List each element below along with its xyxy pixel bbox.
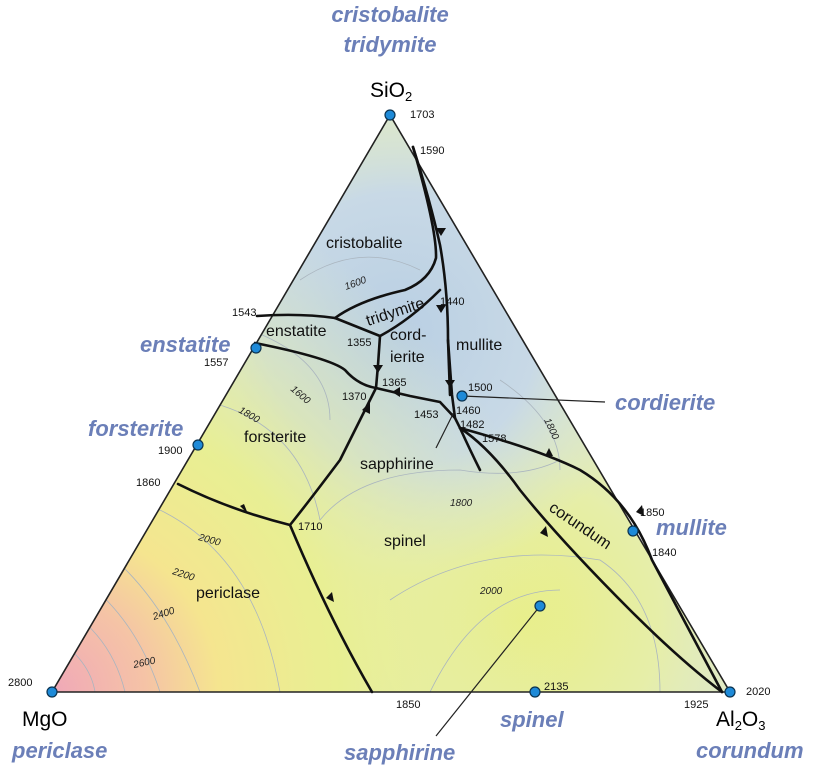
temp-1590: 1590 (420, 145, 444, 157)
field-sapphirine: sapphirine (360, 456, 434, 473)
field-spinel: spinel (384, 533, 426, 550)
boundary-arrows (240, 228, 644, 602)
mineral-cristobalite-top: cristobalite (331, 2, 448, 27)
boundary-spinel-corundum (458, 426, 482, 472)
mineral-tridymite-top: tridymite (344, 32, 437, 57)
point-al2o3 (724, 686, 736, 698)
mineral-cordierite: cordierite (615, 390, 715, 415)
temp-1710: 1710 (298, 521, 322, 533)
mineral-sapphirine: sapphirine (344, 740, 455, 765)
mineral-forsterite: forsterite (88, 416, 183, 441)
point-enstatite (250, 342, 262, 354)
point-cordierite (456, 390, 468, 402)
point-mgo (46, 686, 58, 698)
isotherm-label-2600: 2600 (131, 655, 156, 671)
temp-1703: 1703 (410, 109, 434, 121)
point-sapphirine (534, 600, 546, 612)
triangle-outline (50, 113, 732, 693)
point-sio2 (384, 109, 396, 121)
temp-1453: 1453 (414, 409, 438, 421)
boundary-mullite-corundum (458, 426, 724, 694)
boundary-spinel-forsterite (288, 523, 374, 694)
leader-sapphirine-field (435, 411, 455, 449)
vertex-sio2: SiO2 (370, 79, 412, 104)
temp-1440: 1440 (440, 296, 464, 308)
boundary-tridymite-cordierite (378, 288, 442, 338)
temp-1860: 1860 (136, 477, 160, 489)
boundary-cristobalite-tridymite (333, 145, 438, 320)
field-periclase: periclase (196, 585, 260, 602)
point-spinel (529, 686, 541, 698)
temp-1370: 1370 (342, 391, 366, 403)
vertex-mgo: MgO (22, 708, 68, 731)
field-forsterite: forsterite (244, 429, 306, 446)
temp-1543: 1543 (232, 307, 256, 319)
mineral-corundum-bottom: corundum (696, 738, 804, 763)
temp-1850-right: 1850 (640, 507, 664, 519)
temp-1460: 1460 (456, 405, 480, 417)
temp-1578: 1578 (482, 433, 506, 445)
leader-cordierite (461, 395, 606, 403)
temp-1900: 1900 (158, 445, 182, 457)
temp-1925: 1925 (684, 699, 708, 711)
vertex-al2o3: Al2O3 (716, 708, 766, 733)
isotherm-label-1800-b: 1800 (450, 498, 473, 509)
temp-1365: 1365 (382, 377, 406, 389)
field-enstatite: enstatite (266, 323, 327, 340)
field-cristobalite: cristobalite (326, 235, 403, 252)
field-cordierite-2: ierite (390, 349, 425, 366)
temp-2020: 2020 (746, 686, 770, 698)
composition-points (46, 109, 736, 698)
temp-2135: 2135 (544, 681, 568, 693)
temp-1557: 1557 (204, 357, 228, 369)
mineral-periclase-bottom: periclase (11, 738, 107, 763)
boundary-enstatite-top (255, 313, 382, 338)
point-forsterite (192, 439, 204, 451)
boundary-forsterite-periclase (176, 482, 292, 527)
boundary-enstatite-forsterite (253, 341, 378, 390)
mineral-spinel: spinel (500, 707, 564, 732)
temp-1850-bottom: 1850 (396, 699, 420, 711)
temp-1500: 1500 (468, 382, 492, 394)
temp-1355: 1355 (347, 337, 371, 349)
isotherm-label-2000-b: 2000 (479, 586, 503, 597)
temp-1840: 1840 (652, 547, 676, 559)
leader-sapphirine (435, 605, 541, 737)
mineral-enstatite: enstatite (140, 332, 230, 357)
point-mullite (627, 525, 639, 537)
field-mullite: mullite (456, 337, 502, 354)
mineral-mullite: mullite (656, 515, 727, 540)
field-cordierite-1: cord- (390, 327, 426, 344)
boundary-sapphirine-spinel (458, 426, 724, 694)
temp-2800: 2800 (8, 677, 32, 689)
temp-1482: 1482 (460, 419, 484, 431)
